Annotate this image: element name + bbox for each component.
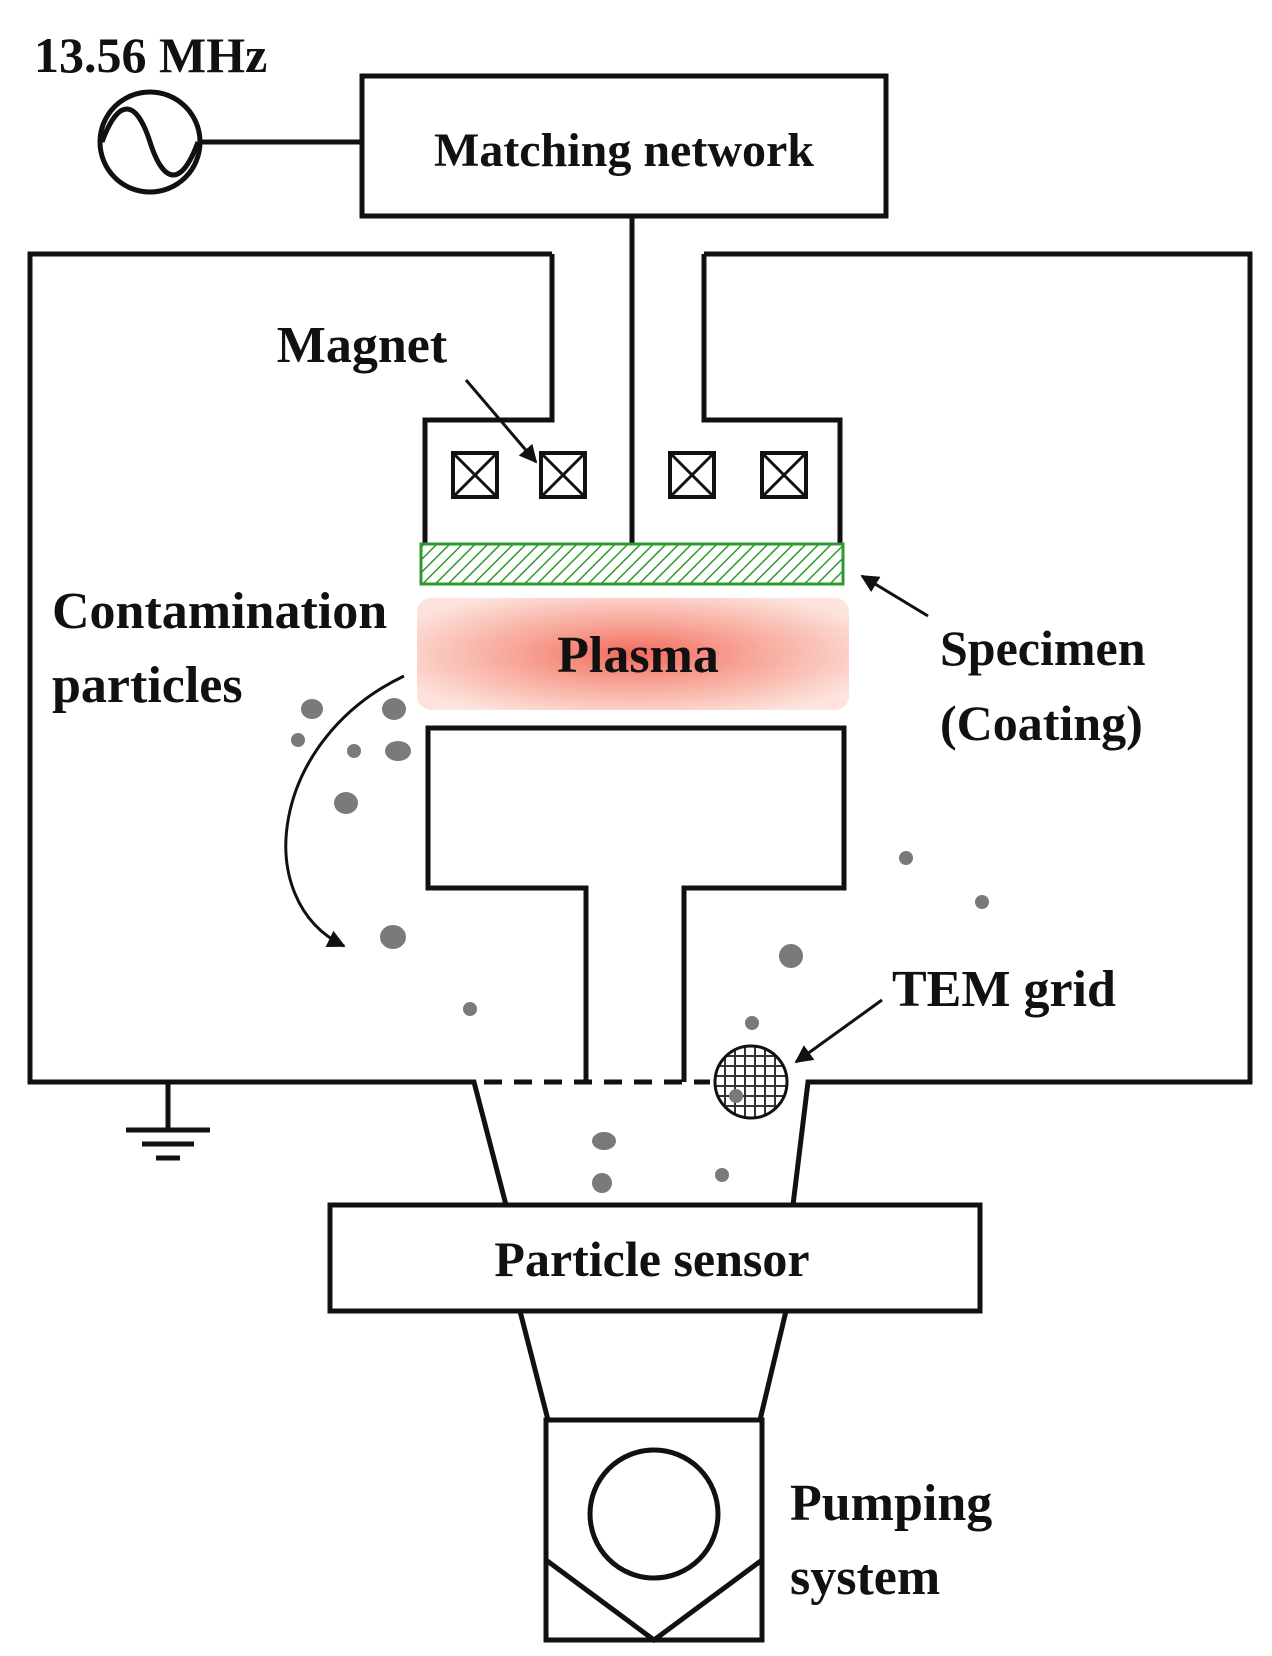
contamination-label-sub: particles	[52, 657, 243, 714]
particle-sensor-label: Particle sensor	[494, 1231, 809, 1287]
vacuum-pump-icon	[543, 1417, 765, 1644]
chamber-wall-right	[701, 251, 1253, 1206]
specimen-label: Specimen	[940, 620, 1146, 676]
tem-grid-icon	[713, 1044, 789, 1120]
tem-grid-pointer-arrow	[794, 998, 883, 1064]
particle-sensor-box	[327, 1202, 983, 1314]
specimen-coating	[419, 542, 845, 586]
ground-icon	[126, 1082, 210, 1161]
matching-network-box	[359, 73, 889, 219]
lower-electrode	[425, 725, 847, 1082]
pumping-system-label: Pumping	[790, 1475, 992, 1532]
contamination-particles	[291, 698, 989, 1193]
contamination-flow-arrow	[284, 674, 405, 948]
magnet-label: Magnet	[277, 317, 448, 374]
plasma-label: Plasma	[557, 627, 719, 684]
plasma-region	[417, 598, 849, 710]
magnet-pointer-arrow	[464, 379, 538, 464]
specimen-pointer-arrow	[860, 574, 929, 618]
ac-source-icon	[97, 89, 203, 195]
magnet-cross-box-icon	[451, 451, 808, 499]
rf-frequency-label: 13.56 MHz	[34, 27, 267, 83]
contamination-label: Contamination	[52, 583, 387, 640]
pump-funnel	[517, 1310, 789, 1421]
matching-network-label: Matching network	[434, 124, 814, 177]
chamber-wall-left	[27, 251, 555, 1206]
specimen-label-sub: (Coating)	[940, 695, 1143, 751]
tem-grid-label: TEM grid	[892, 961, 1116, 1018]
pumping-system-label-sub: system	[790, 1549, 940, 1606]
